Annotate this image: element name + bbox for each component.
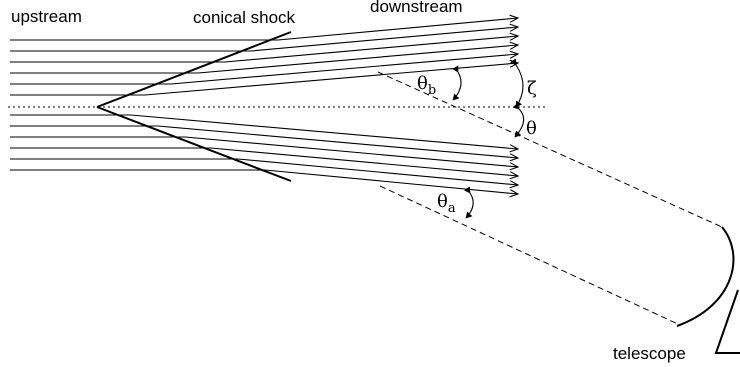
conical-shock-lines bbox=[96, 31, 292, 182]
label-conical-shock: conical shock bbox=[193, 8, 296, 27]
downstream-rays-upper bbox=[144, 18, 518, 96]
label-theta-b: θb bbox=[417, 73, 436, 98]
sight-lines bbox=[377, 71, 723, 326]
upstream-rays-lower bbox=[10, 114, 265, 171]
telescope-icon bbox=[676, 226, 740, 354]
label-downstream: downstream bbox=[370, 0, 463, 16]
label-theta-a: θa bbox=[437, 191, 456, 216]
label-theta: θ bbox=[526, 118, 537, 139]
downstream-rays-lower bbox=[130, 114, 518, 194]
angle-arcs bbox=[452, 58, 525, 219]
label-upstream: upstream bbox=[11, 7, 82, 26]
label-zeta: ζ bbox=[527, 78, 537, 99]
label-telescope: telescope bbox=[613, 344, 686, 363]
upstream-rays-upper bbox=[10, 39, 278, 96]
